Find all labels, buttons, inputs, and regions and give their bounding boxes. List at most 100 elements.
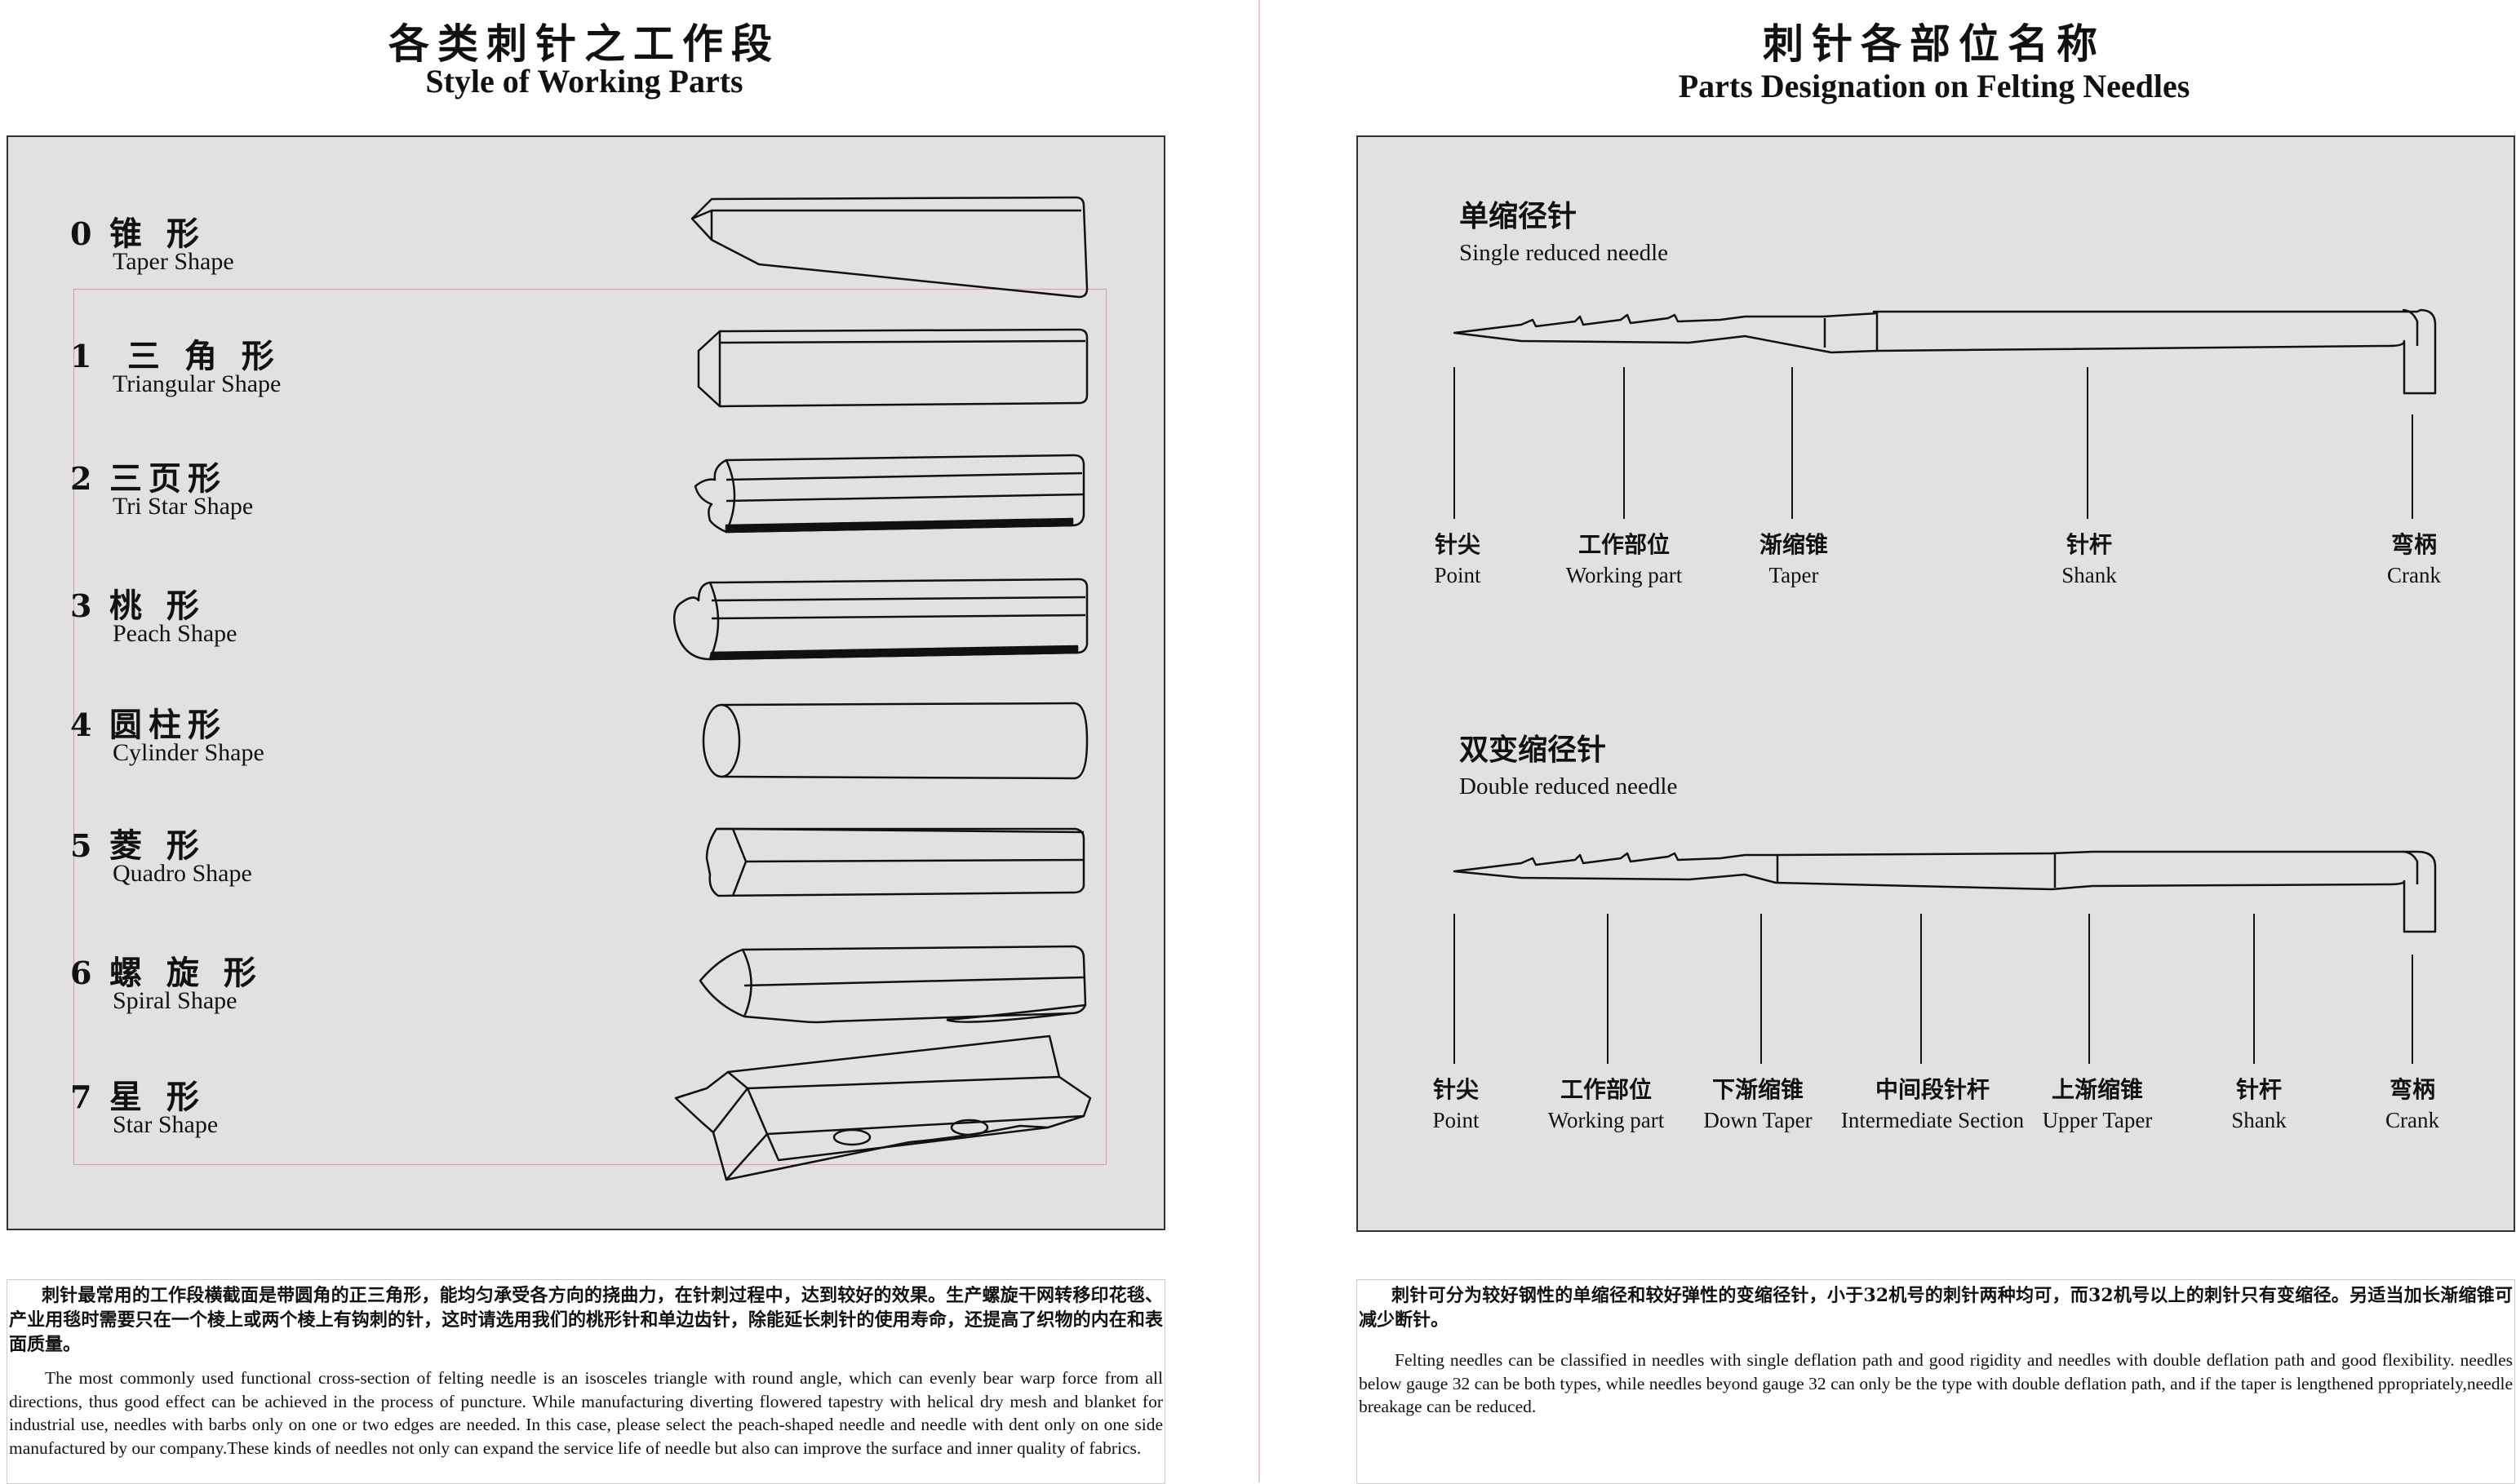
quadro-shape-illustration (705, 827, 1085, 897)
shape-name-cn: 螺 旋 形 (109, 954, 263, 992)
page-divider (1258, 0, 1260, 1482)
label-cn: 弯柄 (2390, 531, 2438, 558)
star-shape-illustration (674, 1034, 1092, 1181)
tri-star-shape-illustration (694, 454, 1085, 534)
label-en: Down Taper (1703, 1108, 1813, 1132)
double-needle-leader-lines (1453, 914, 2413, 1064)
right-description-cn: 刺针可分为较好钢性的单缩径和较好弹性的变缩径针，小于32机号的刺针两种均可，而3… (1359, 1285, 2513, 1331)
shape-row-spiral: 6 螺 旋 形 Spiral Shape (70, 946, 263, 1014)
double-label-down-taper: 下渐缩锥 Down Taper (1703, 1072, 1812, 1133)
left-description-box: 刺针最常用的工作段横截面是带圆角的正三角形，能均匀承受各方向的挠曲力，在针刺过程… (7, 1279, 1165, 1484)
shape-name-cn: 三 角 形 (109, 337, 281, 375)
shape-number: 4 (70, 707, 92, 743)
label-cn: 针杆 (2235, 1076, 2282, 1103)
label-en: Working part (1565, 563, 1683, 587)
shape-name-en: Taper Shape (113, 248, 234, 275)
label-cn: 弯柄 (2389, 1076, 2436, 1103)
shape-name-cn: 菱 形 (109, 826, 206, 865)
left-title-cn: 各类刺针之工作段 (388, 20, 780, 68)
label-cn: 针尖 (1434, 531, 1480, 558)
double-needle-title-cn: 双变缩径针 (1459, 733, 1607, 767)
shape-name-cn: 三页形 (109, 459, 227, 498)
single-label-shank: 针杆 Shank (2061, 527, 2117, 588)
shape-name-en: Star Shape (113, 1111, 219, 1138)
left-description-cn: 刺针最常用的工作段横截面是带圆角的正三角形，能均匀承受各方向的挠曲力，在针刺过程… (9, 1285, 1163, 1355)
single-label-point: 针尖 Point (1434, 527, 1480, 588)
working-parts-panel: 0 锥 形 Taper Shape 1 三 角 形 Triangular Shap… (7, 135, 1165, 1230)
peach-shape-illustration (673, 578, 1089, 661)
single-label-working-part: 工作部位 Working part (1566, 527, 1683, 588)
label-en: Shank (2061, 563, 2117, 587)
triangular-shape-illustration (697, 328, 1089, 408)
shape-name-en: Spiral Shape (113, 987, 237, 1014)
label-en: Working part (1547, 1108, 1665, 1132)
shape-name-cn: 星 形 (109, 1078, 206, 1116)
shape-name-cn: 圆柱形 (109, 706, 227, 744)
shape-name-en: Triangular Shape (113, 370, 282, 397)
single-reduced-needle-illustration (1453, 308, 2437, 395)
label-en: Point (1432, 1108, 1480, 1132)
label-en: Crank (2385, 1108, 2439, 1132)
cylinder-shape-illustration (702, 702, 1089, 780)
right-title-en: Parts Designation on Felting Needles (1678, 68, 2190, 104)
shape-number: 2 (70, 460, 92, 497)
label-en: Upper Taper (2042, 1108, 2153, 1132)
label-cn: 上渐缩锥 (2051, 1076, 2143, 1103)
shape-name-en: Tri Star Shape (113, 493, 254, 520)
single-needle-title-cn: 单缩径针 (1459, 199, 1577, 233)
right-title-cn: 刺针各部位名称 (1763, 20, 2106, 68)
shape-name-cn: 锥 形 (109, 215, 206, 253)
shape-name-en: Peach Shape (113, 620, 237, 647)
working-part-illustrations (673, 196, 1092, 1181)
shape-row-quadro: 5 菱 形 Quadro Shape (70, 819, 252, 887)
shape-name-en: Cylinder Shape (113, 739, 264, 766)
single-label-crank: 弯柄 Crank (2387, 527, 2441, 588)
spiral-shape-illustration (699, 945, 1087, 1024)
shape-number: 3 (70, 587, 92, 624)
label-en: Taper (1768, 563, 1819, 587)
double-label-intermediate-section: 中间段针杆 Intermediate Section (1841, 1072, 2024, 1133)
double-label-upper-taper: 上渐缩锥 Upper Taper (2043, 1072, 2153, 1133)
needle-diagrams (1453, 308, 2437, 1064)
label-cn: 下渐缩锥 (1711, 1076, 1804, 1103)
shape-row-star: 7 星 形 Star Shape (70, 1070, 218, 1138)
single-needle-title-en: Single reduced needle (1459, 240, 1669, 266)
left-description-en: The most commonly used functional cross-… (9, 1368, 1163, 1458)
shape-number: 7 (70, 1079, 92, 1115)
label-en: Intermediate Section (1840, 1108, 2025, 1132)
single-needle-title: 单缩径针 Single reduced needle (1459, 193, 1668, 267)
shape-number: 6 (70, 955, 92, 991)
shape-number: 5 (70, 827, 92, 864)
double-label-crank: 弯柄 Crank (2385, 1072, 2439, 1133)
left-title-en: Style of Working Parts (425, 63, 743, 100)
shape-number: 0 (70, 215, 92, 252)
shape-row-tri-star: 2 三页形 Tri Star Shape (70, 452, 253, 520)
label-en: Shank (2231, 1108, 2287, 1132)
double-label-point: 针尖 Point (1432, 1072, 1479, 1133)
single-label-taper: 渐缩锥 Taper (1759, 527, 1828, 588)
taper-shape-illustration (690, 196, 1089, 299)
label-cn: 工作部位 (1560, 1076, 1653, 1103)
single-needle-leader-lines (1453, 367, 2413, 519)
label-cn: 针尖 (1432, 1076, 1479, 1103)
label-cn: 中间段针杆 (1875, 1076, 1990, 1103)
double-label-working-part: 工作部位 Working part (1548, 1072, 1665, 1133)
double-needle-title-en: Double reduced needle (1459, 773, 1678, 800)
label-cn: 针杆 (2066, 531, 2112, 558)
selection-outline (73, 289, 1107, 1165)
shape-name-en: Quadro Shape (113, 860, 252, 887)
label-cn: 渐缩锥 (1759, 531, 1829, 558)
double-label-shank: 针杆 Shank (2231, 1072, 2287, 1133)
shape-number: 1 (70, 338, 92, 374)
shape-row-taper: 0 锥 形 Taper Shape (70, 207, 234, 275)
double-needle-title: 双变缩径针 Double reduced needle (1459, 726, 1677, 800)
shape-row-triangular: 1 三 角 形 Triangular Shape (70, 330, 281, 397)
shape-row-cylinder: 4 圆柱形 Cylinder Shape (70, 698, 264, 766)
shape-name-cn: 桃 形 (109, 587, 206, 625)
label-cn: 工作部位 (1577, 531, 1671, 558)
shape-row-peach: 3 桃 形 Peach Shape (70, 579, 237, 647)
right-description-box: 刺针可分为较好钢性的单缩径和较好弹性的变缩径针，小于32机号的刺针两种均可，而3… (1356, 1279, 2515, 1484)
label-en: Crank (2387, 563, 2441, 587)
double-reduced-needle-illustration (1453, 850, 2437, 933)
label-en: Point (1434, 563, 1481, 587)
